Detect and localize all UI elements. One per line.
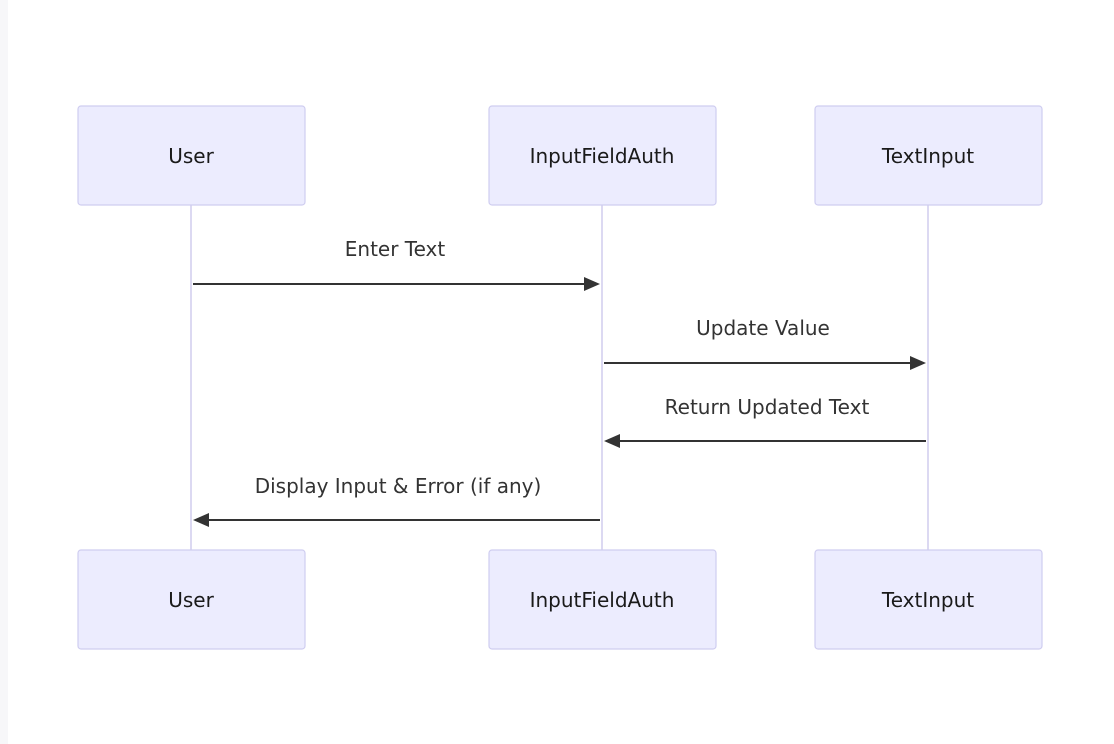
message-return-updated-text: Return Updated Text: [604, 395, 926, 448]
participant-input-field-auth-bottom[interactable]: InputFieldAuth: [488, 549, 717, 650]
message-update-value: Update Value: [604, 316, 926, 370]
participant-text-input-top[interactable]: TextInput: [814, 105, 1043, 206]
message-label: Enter Text: [345, 237, 446, 261]
arrowhead-icon: [584, 277, 600, 291]
arrowhead-icon: [910, 356, 926, 370]
participant-label: InputFieldAuth: [530, 144, 675, 168]
participant-label: InputFieldAuth: [530, 588, 675, 612]
participant-text-input-bottom[interactable]: TextInput: [814, 549, 1043, 650]
message-label: Display Input & Error (if any): [255, 474, 542, 498]
arrowhead-icon: [604, 434, 620, 448]
canvas-edge: [0, 0, 8, 744]
message-label: Update Value: [696, 316, 830, 340]
participant-label: TextInput: [881, 144, 974, 168]
participant-input-field-auth-top[interactable]: InputFieldAuth: [488, 105, 717, 206]
message-display-input-error: Display Input & Error (if any): [193, 474, 600, 527]
participant-user-top[interactable]: User: [77, 105, 306, 206]
participant-label: TextInput: [881, 588, 974, 612]
arrowhead-icon: [193, 513, 209, 527]
participant-label: User: [168, 588, 214, 612]
message-enter-text: Enter Text: [193, 237, 600, 291]
participant-user-bottom[interactable]: User: [77, 549, 306, 650]
message-label: Return Updated Text: [665, 395, 870, 419]
participant-label: User: [168, 144, 214, 168]
